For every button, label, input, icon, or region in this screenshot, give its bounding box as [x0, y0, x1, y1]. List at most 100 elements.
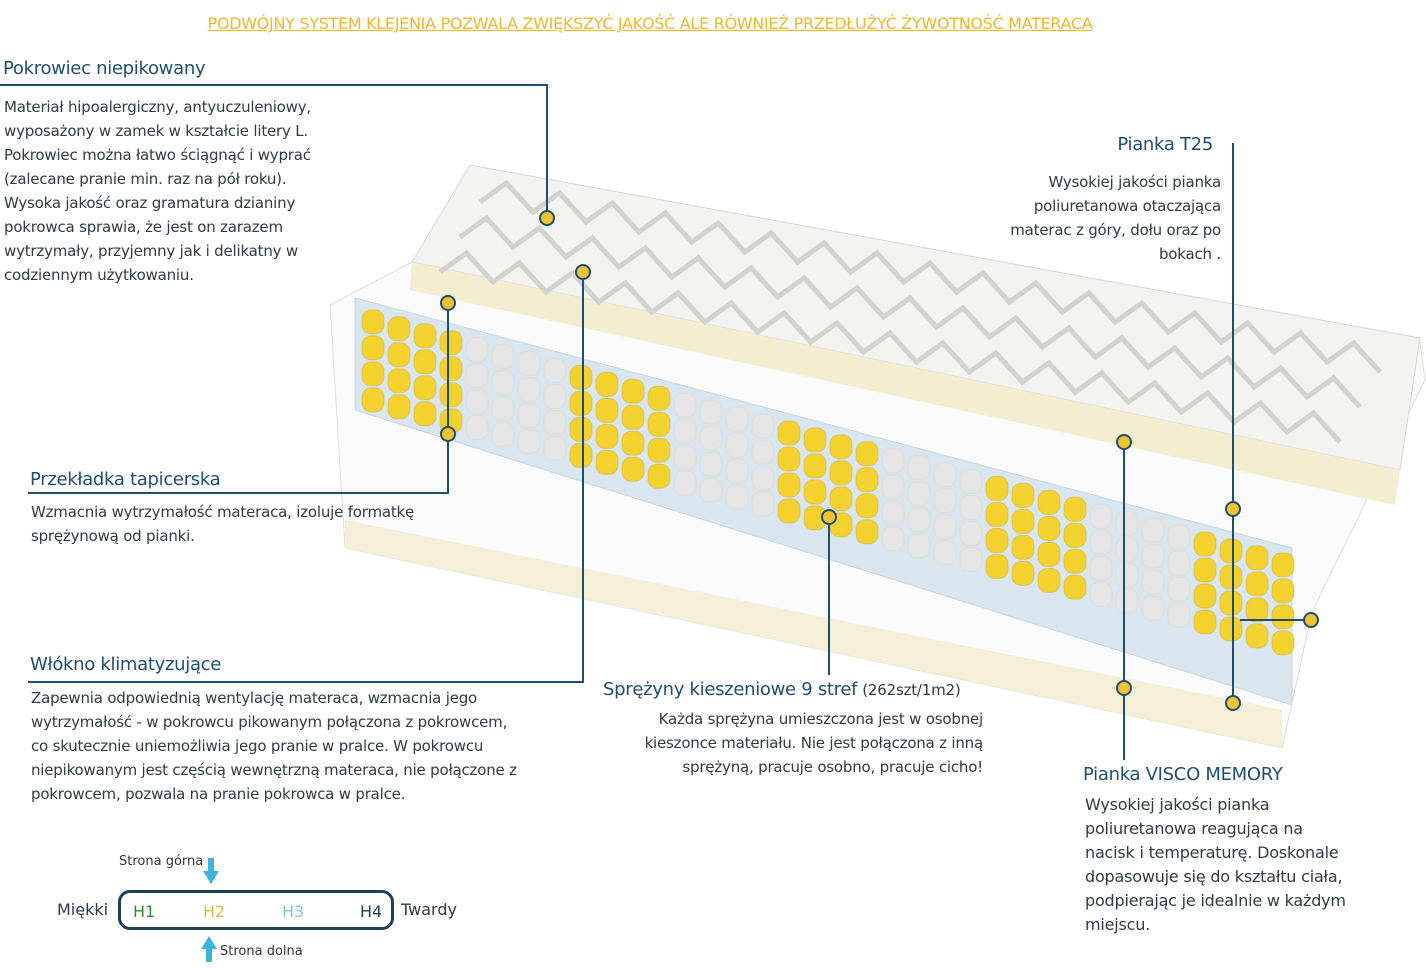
spring: [673, 392, 697, 418]
foam-layer: [410, 262, 1400, 505]
spring: [361, 387, 385, 413]
spring: [933, 514, 957, 540]
spring: [387, 368, 411, 394]
spring: [751, 413, 775, 439]
spring: [1011, 508, 1035, 534]
spring: [1011, 534, 1035, 560]
spring: [1141, 569, 1165, 595]
spring: [439, 356, 463, 382]
spring: [725, 458, 749, 484]
spring: [465, 415, 489, 441]
spring: [517, 377, 541, 403]
spring: [595, 397, 619, 423]
top-side-label: Strona górna: [119, 854, 204, 869]
spring: [465, 337, 489, 363]
spring: [933, 462, 957, 488]
spring: [1219, 564, 1243, 590]
hardness-scale: H1 H2 H3 H4: [118, 890, 394, 930]
spring: [569, 416, 593, 442]
spring: [699, 477, 723, 503]
spring: [1271, 630, 1295, 656]
spring: [1193, 609, 1217, 635]
wlokno-text: Zapewnia odpowiednią wentylację materaca…: [31, 689, 517, 803]
quilting-line: [438, 249, 1342, 444]
hard-label: Twardy: [401, 900, 457, 919]
spring: [673, 444, 697, 470]
spring: [1141, 543, 1165, 569]
spring: [569, 390, 593, 416]
spring: [777, 420, 801, 446]
spring: [517, 429, 541, 455]
spring: [933, 540, 957, 566]
spring: [1089, 503, 1113, 529]
spring: [387, 342, 411, 368]
sprezyny-note: (262szt/1m2): [862, 681, 961, 699]
spring: [517, 351, 541, 377]
spring: [1037, 515, 1061, 541]
spring: [413, 401, 437, 427]
spring: [985, 501, 1009, 527]
spring: [1115, 588, 1139, 614]
spring: [777, 498, 801, 524]
sprezyny-text: Każda sprężyna umieszczona jest w osobne…: [644, 710, 984, 776]
spring: [1115, 510, 1139, 536]
spring: [777, 446, 801, 472]
spring: [1011, 560, 1035, 586]
spring: [491, 396, 515, 422]
spring: [1089, 529, 1113, 555]
spring: [647, 463, 671, 489]
spring: [1219, 590, 1243, 616]
przekladka-heading: Przekładka tapicerska: [30, 469, 221, 490]
spring: [1245, 623, 1269, 649]
spring: [361, 335, 385, 361]
spring: [725, 406, 749, 432]
spring: [673, 470, 697, 496]
spring: [1245, 597, 1269, 623]
spring: [517, 403, 541, 429]
spring: [855, 467, 879, 493]
pokrowiec-heading: Pokrowiec niepikowany: [3, 58, 206, 79]
spring: [595, 449, 619, 475]
spring: [621, 378, 645, 404]
spring: [621, 430, 645, 456]
spring: [621, 456, 645, 482]
spring: [1115, 536, 1139, 562]
spring: [491, 422, 515, 448]
spring: [881, 474, 905, 500]
quilting-line: [458, 214, 1362, 409]
spring: [725, 484, 749, 510]
spring: [751, 491, 775, 517]
spring: [1167, 602, 1191, 628]
spring: [855, 493, 879, 519]
spring: [829, 434, 853, 460]
spring: [647, 385, 671, 411]
spring: [491, 370, 515, 396]
spring: [1271, 578, 1295, 604]
spring: [647, 411, 671, 437]
spring: [1089, 581, 1113, 607]
wlokno-heading: Włókno klimatyzujące: [30, 654, 222, 675]
spring: [881, 500, 905, 526]
spring: [803, 453, 827, 479]
spring: [751, 439, 775, 465]
spring: [569, 442, 593, 468]
spring: [881, 448, 905, 474]
spring: [595, 423, 619, 449]
spring: [1037, 489, 1061, 515]
spring: [1219, 616, 1243, 642]
spring: [387, 394, 411, 420]
spring: [1271, 552, 1295, 578]
spring: [1037, 541, 1061, 567]
spring: [1011, 482, 1035, 508]
spring: [881, 526, 905, 552]
spring: [413, 349, 437, 375]
bottom-side-label: Strona dolna: [220, 944, 303, 959]
hardness-h3: H3: [282, 902, 305, 921]
spring: [1115, 562, 1139, 588]
spring: [985, 553, 1009, 579]
spring: [1063, 548, 1087, 574]
quilting-line: [478, 179, 1382, 374]
spring: [543, 383, 567, 409]
spring: [985, 475, 1009, 501]
